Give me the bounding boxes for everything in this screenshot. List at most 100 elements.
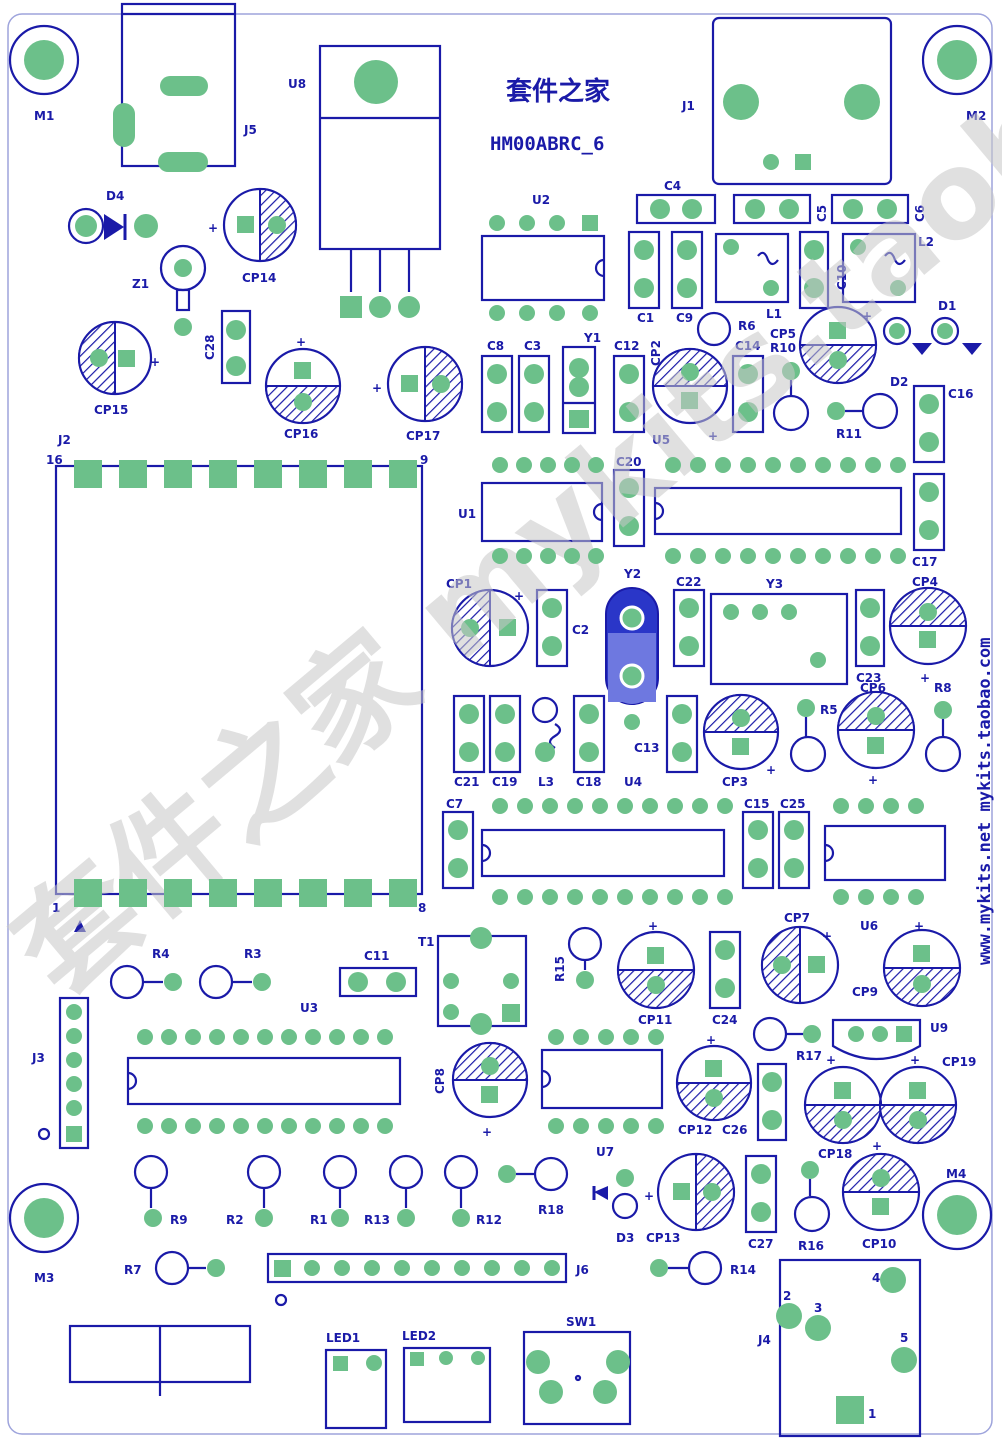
pad <box>517 889 533 905</box>
pad <box>185 1029 201 1045</box>
pad <box>305 1118 321 1134</box>
pad <box>516 548 532 564</box>
pad <box>790 457 806 473</box>
svg-text:U1: U1 <box>458 507 476 521</box>
pad <box>353 1118 369 1134</box>
pad <box>573 1118 589 1134</box>
svg-text:9: 9 <box>420 453 428 467</box>
capacitor-cp16: + CP16 <box>264 335 342 441</box>
capacitor-cp1: + CP1 <box>446 577 530 668</box>
pad <box>815 548 831 564</box>
svg-text:U3: U3 <box>300 1001 318 1015</box>
svg-text:R13: R13 <box>364 1213 390 1227</box>
pad <box>548 1029 564 1045</box>
pad <box>665 548 681 564</box>
svg-text:CP7: CP7 <box>784 911 810 925</box>
pad <box>665 457 681 473</box>
svg-text:SW1: SW1 <box>566 1315 596 1329</box>
pad <box>516 457 532 473</box>
capacitor-cp12: + CP12 <box>675 1033 753 1137</box>
connector-j5: J5 <box>113 2 257 172</box>
pad <box>233 1029 249 1045</box>
svg-text:M2: M2 <box>966 109 986 123</box>
svg-text:+: + <box>644 1189 654 1203</box>
svg-text:R7: R7 <box>124 1263 142 1277</box>
connector-j1: J1 <box>681 16 893 186</box>
capacitor-cp3: + CP3 <box>702 693 780 789</box>
capacitor-c14: C14 <box>731 339 765 434</box>
svg-text:J6: J6 <box>575 1263 589 1277</box>
svg-text:R4: R4 <box>152 947 170 961</box>
ic-u7-body <box>540 1048 664 1110</box>
capacitor-c19: C19 <box>488 694 522 789</box>
svg-text:M3: M3 <box>34 1271 54 1285</box>
svg-text:C16: C16 <box>948 387 974 401</box>
capacitor-c27: C27 <box>744 1154 778 1251</box>
svg-text:C2: C2 <box>572 623 589 637</box>
mount-hole-m4: M4 <box>921 1167 993 1251</box>
pad <box>573 1029 589 1045</box>
board-outline <box>7 13 993 1435</box>
pad <box>542 889 558 905</box>
ic-u2: U2 <box>480 193 606 321</box>
pad <box>715 548 731 564</box>
pad <box>344 460 372 488</box>
svg-text:Y1: Y1 <box>583 331 601 345</box>
svg-text:CP8: CP8 <box>433 1068 447 1094</box>
board-model: HM00ABRC_6 <box>490 133 604 155</box>
svg-text:J5: J5 <box>243 123 257 137</box>
capacitor-c18: C18 <box>572 694 606 789</box>
crystal-y2: Y2 <box>605 567 659 705</box>
pad <box>858 889 874 905</box>
svg-text:C15: C15 <box>744 797 770 811</box>
mount-hole-m2: M2 <box>921 24 993 123</box>
resistor-r13: R13 <box>364 1154 424 1227</box>
ic-u5-body <box>653 486 903 536</box>
pad <box>209 460 237 488</box>
pad <box>542 798 558 814</box>
svg-text:3: 3 <box>814 1301 822 1315</box>
pad <box>209 879 237 907</box>
capacitor-cp8: + CP8 <box>433 1041 529 1139</box>
pad <box>717 798 733 814</box>
led-led2: LED2 <box>402 1329 492 1424</box>
pad <box>715 457 731 473</box>
svg-text:+: + <box>150 355 160 369</box>
svg-text:C28: C28 <box>203 334 217 360</box>
pad <box>299 460 327 488</box>
capacitor-cp7: + CP7 <box>760 911 840 1005</box>
svg-text:U4: U4 <box>624 775 642 789</box>
pad <box>164 879 192 907</box>
svg-text:C21: C21 <box>454 775 480 789</box>
svg-text:Y3: Y3 <box>765 577 783 591</box>
pad <box>690 548 706 564</box>
svg-text:CP2: CP2 <box>649 340 663 366</box>
pad <box>648 1029 664 1045</box>
pad <box>567 889 583 905</box>
pad <box>281 1029 297 1045</box>
svg-text:CP16: CP16 <box>284 427 318 441</box>
resistor-r4: R4 <box>109 947 182 1000</box>
svg-text:R2: R2 <box>226 1213 244 1227</box>
pad <box>329 1118 345 1134</box>
ic-u1: U1 <box>458 481 604 543</box>
pad <box>740 548 756 564</box>
ic-u5: U5 <box>652 433 670 447</box>
capacitor-c9: C9 <box>670 230 704 325</box>
mount-hole-m1: M1 <box>8 24 80 123</box>
capacitor-c5: C5 <box>732 193 829 225</box>
diode-d4: D4 <box>67 189 158 245</box>
svg-text:16: 16 <box>46 453 63 467</box>
resistor-r9: R9 <box>133 1154 188 1227</box>
svg-text:C3: C3 <box>524 339 541 353</box>
svg-text:M1: M1 <box>34 109 54 123</box>
svg-text:C22: C22 <box>676 575 702 589</box>
pad <box>209 1118 225 1134</box>
svg-text:CP15: CP15 <box>94 403 128 417</box>
svg-text:L2: L2 <box>918 235 934 249</box>
pad <box>540 457 556 473</box>
pad <box>908 889 924 905</box>
pad <box>623 1029 639 1045</box>
capacitor-c6: C6 <box>830 193 927 225</box>
diode-d1: D1 D2 <box>882 299 982 389</box>
